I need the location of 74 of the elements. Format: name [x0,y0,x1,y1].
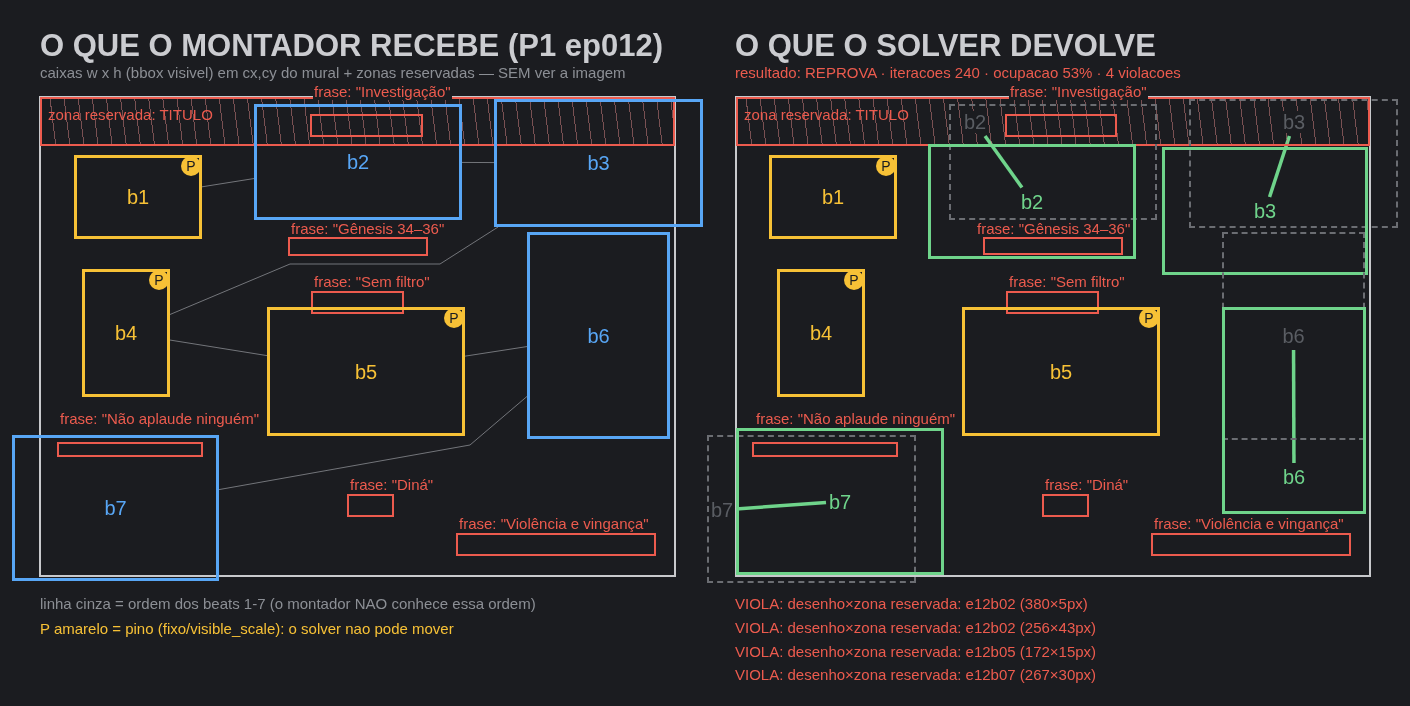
box-label: b1 [821,186,845,208]
phrase-label: frase: "Violência e vingança" [459,516,649,532]
box-label: b4 [809,322,833,344]
previous-position-box [707,435,916,583]
free-box [254,104,462,220]
order-line [169,339,268,357]
box-label: b7 [710,499,734,521]
phrase-label: frase: "Diná" [1045,477,1129,493]
free-box [494,99,703,227]
order-line [461,161,495,164]
box-label: b6 [1282,466,1306,488]
pin-marker: P [149,270,169,290]
previous-position-box [1222,232,1365,440]
pin-marker: P [876,156,896,176]
phrase-label: frase: "Sem filtro" [1009,274,1125,290]
box-label: b4 [114,322,138,344]
order-line [169,226,499,315]
order-line [464,346,528,357]
note-text: P amarelo = pino (fixo/visible_scale): o solver nao pode mover [40,620,454,638]
box-label: b5 [1049,360,1073,383]
phrase-label: frase: "Investigação" [1009,84,1148,100]
phrase-label: frase: "Não aplaude ninguém" [756,411,956,427]
pinned-box [267,307,465,436]
result-summary: resultado: REPROVA · iteracoes 240 · ocupacao 53% · 4 violacoes [735,64,1181,82]
box-label: b1 [126,186,150,208]
moved-box [1222,307,1366,514]
pinned-box [82,269,170,397]
phrase-label: frase: "Gênesis 34–36" [977,221,1131,237]
phrase-label: frase: "Gênesis 34–36" [291,221,445,237]
zone-label: zona reservada: TITULO [744,106,909,124]
phrase-label: frase: "Não aplaude ninguém" [60,411,260,427]
pinned-box [769,155,897,239]
moved-box [928,144,1136,259]
panel-heading: O QUE O MONTADOR RECEBE (P1 ep012) [40,28,663,64]
violation-text: VIOLA: desenho×zona reservada: e12b02 (380×5px) [735,595,1088,613]
pinned-box [74,155,202,239]
violation-text: VIOLA: desenho×zona reservada: e12b05 (172×15px) [735,643,1097,661]
move-line [1291,350,1296,463]
free-box [12,435,219,581]
box-label: b6 [587,324,610,347]
panel-heading: O QUE O SOLVER DEVOLVE [735,28,1156,64]
zone-label: zona reservada: TITULO [48,106,213,124]
box-label: b7 [828,490,852,513]
free-box [527,232,670,439]
previous-position-box [949,104,1157,220]
box-label: b2 [1020,190,1044,213]
panel-subtitle: caixas w x h (bbox visivel) em cx,cy do mural + zonas reservadas — SEM ver a imagem [40,64,626,82]
box-label: b2 [962,111,988,133]
box-label: b3 [1253,200,1277,222]
moved-box [1162,147,1368,275]
box-label: b5 [354,360,378,383]
moved-box [736,428,944,575]
box-label: b3 [1281,111,1307,133]
box-label: b2 [346,151,370,173]
pinned-box [777,269,865,397]
order-line [201,178,255,188]
violation-text: VIOLA: desenho×zona reservada: e12b02 (256×43px) [735,619,1097,637]
pin-marker: P [181,156,201,176]
pin-marker: P [844,270,864,290]
order-line [218,395,528,491]
note-text: linha cinza = ordem dos beats 1-7 (o montador NAO conhece essa ordem) [40,595,536,613]
pin-marker: P [444,308,464,328]
phrase-label: frase: "Sem filtro" [314,274,430,290]
violation-text: VIOLA: desenho×zona reservada: e12b07 (267×30px) [735,666,1097,684]
phrase-label: frase: "Diná" [350,477,434,493]
previous-position-box [1189,99,1398,228]
box-label: b7 [104,497,127,519]
move-line [1267,135,1292,198]
pin-marker: P [1139,308,1159,328]
pinned-box [962,307,1160,436]
box-label: b3 [587,152,610,174]
phrase-label: frase: "Investigação" [313,84,452,100]
box-label: b6 [1282,325,1305,347]
phrase-label: frase: "Violência e vingança" [1154,516,1344,532]
